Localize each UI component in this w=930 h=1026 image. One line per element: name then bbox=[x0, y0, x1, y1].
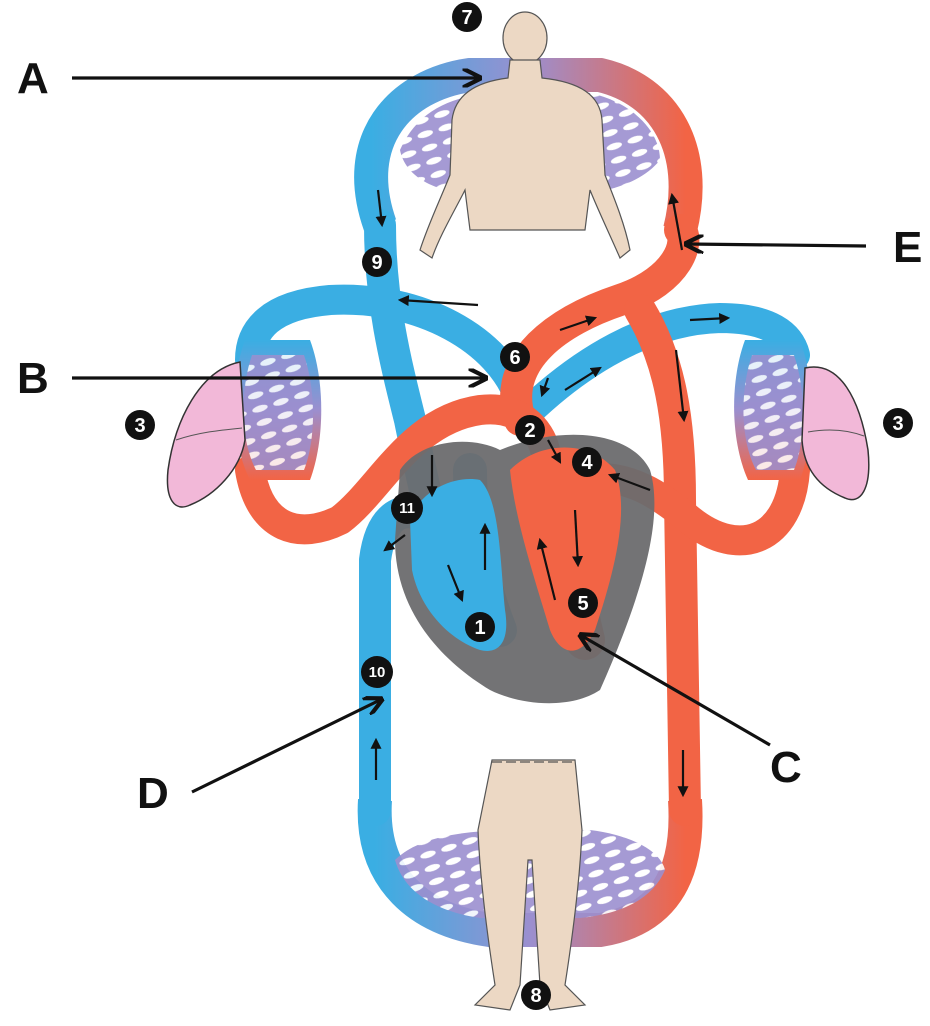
label-B: B bbox=[17, 354, 49, 403]
svg-text:8: 8 bbox=[530, 985, 541, 1007]
svg-text:3: 3 bbox=[134, 415, 145, 437]
marker-1: 1 bbox=[465, 612, 495, 642]
arrow-E bbox=[688, 244, 867, 246]
marker-9: 9 bbox=[362, 247, 392, 277]
number-markers: 7 9 6 3 3 2 4 11 5 1 10 8 bbox=[125, 2, 913, 1010]
marker-5: 5 bbox=[568, 588, 598, 618]
left-lung bbox=[166, 361, 246, 508]
arrow-D bbox=[191, 700, 380, 794]
marker-3-left: 3 bbox=[125, 410, 155, 440]
marker-2: 2 bbox=[515, 415, 545, 445]
label-arrows bbox=[72, 78, 867, 794]
marker-3-right: 3 bbox=[883, 408, 913, 438]
svg-text:1: 1 bbox=[474, 617, 485, 639]
marker-11: 11 bbox=[391, 492, 423, 524]
label-D: D bbox=[137, 769, 169, 818]
lower-body-figure bbox=[473, 759, 587, 1011]
svg-text:7: 7 bbox=[461, 7, 472, 29]
label-C: C bbox=[770, 743, 802, 792]
label-E: E bbox=[893, 223, 922, 272]
svg-text:11: 11 bbox=[399, 500, 415, 517]
flow-arrows bbox=[370, 189, 731, 798]
svg-text:6: 6 bbox=[509, 347, 520, 369]
marker-6: 6 bbox=[500, 342, 530, 372]
heart bbox=[395, 434, 655, 704]
svg-text:3: 3 bbox=[892, 413, 903, 435]
label-A: A bbox=[17, 54, 49, 103]
left-lung-capillary bbox=[234, 340, 322, 480]
right-lung bbox=[801, 366, 870, 501]
letter-labels: A B E C D bbox=[17, 54, 922, 818]
marker-10: 10 bbox=[361, 656, 393, 688]
arrow-C bbox=[582, 636, 771, 747]
svg-text:2: 2 bbox=[524, 420, 535, 442]
svg-text:4: 4 bbox=[581, 452, 593, 474]
marker-7: 7 bbox=[452, 2, 482, 32]
svg-text:5: 5 bbox=[577, 593, 588, 615]
marker-4: 4 bbox=[572, 447, 602, 477]
marker-8: 8 bbox=[521, 980, 551, 1010]
upper-body-figure bbox=[419, 11, 631, 259]
svg-text:9: 9 bbox=[371, 252, 382, 274]
right-lung-capillary bbox=[734, 340, 812, 480]
svg-text:10: 10 bbox=[369, 664, 386, 681]
